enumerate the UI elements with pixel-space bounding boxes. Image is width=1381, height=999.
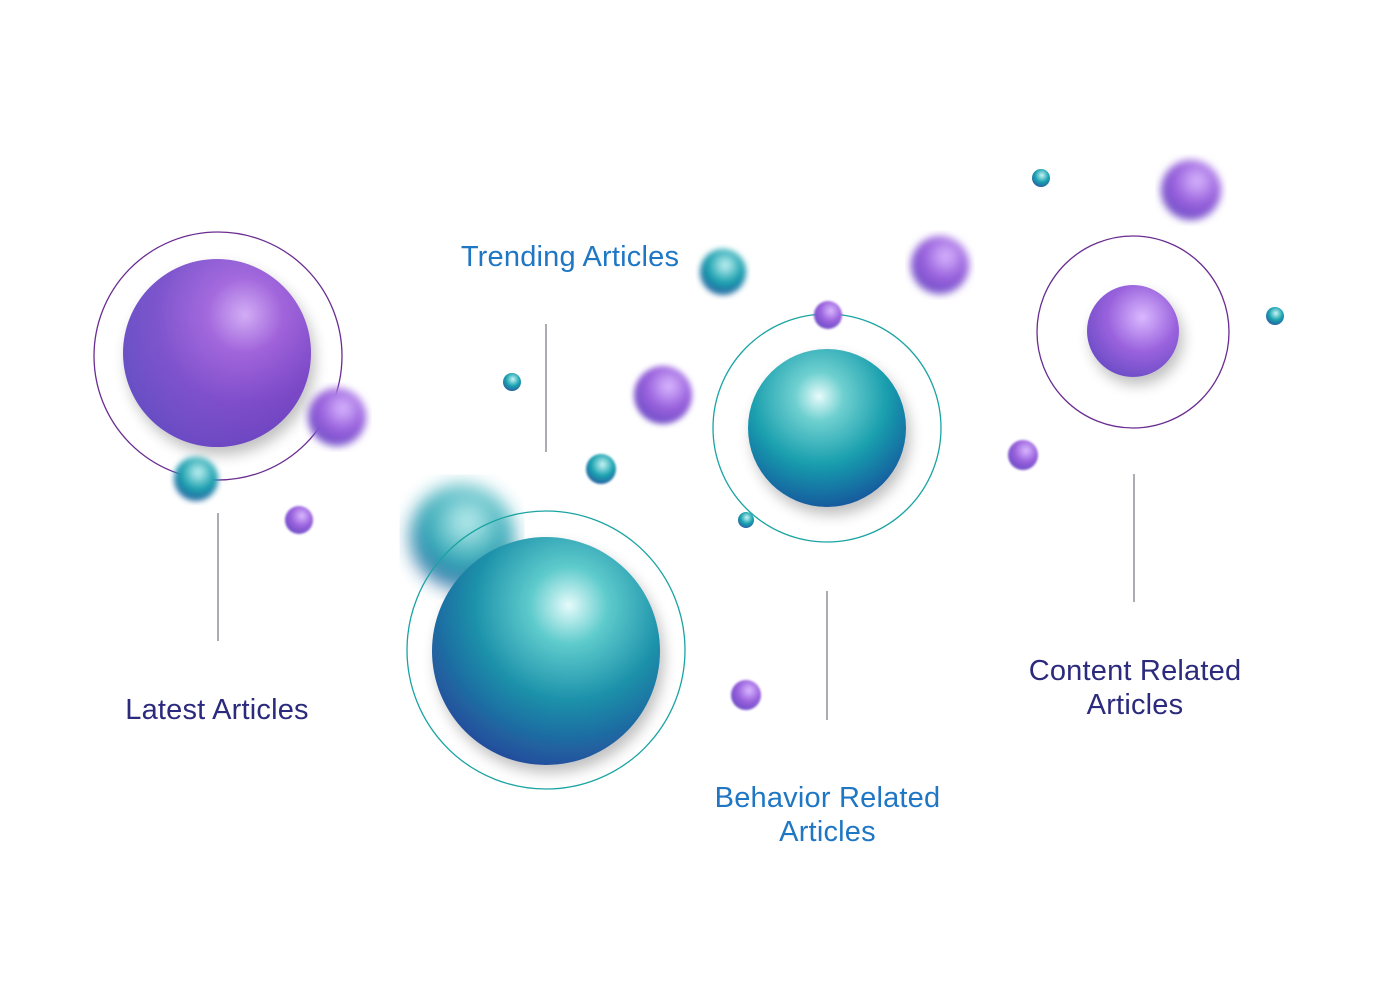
content-label-line-2: Articles (1086, 689, 1184, 721)
trending-articles-label: Trending Articles (430, 240, 710, 274)
latest-sphere-shade (123, 259, 311, 447)
bubble (1008, 440, 1038, 470)
trending-articles-node (406, 324, 686, 790)
bubble (738, 512, 754, 528)
decorative-bubbles (174, 160, 1284, 710)
latest-ring (93, 231, 343, 481)
bubble (174, 457, 218, 501)
behavior-label-line-1: Behavior Related (714, 782, 941, 814)
latest-articles-label: Latest Articles (92, 693, 342, 727)
behavior-label-line-2: Articles (779, 816, 876, 848)
latest-label-line-1: Latest Articles (125, 694, 309, 726)
bubble (308, 388, 366, 446)
bubble (700, 249, 746, 295)
trending-label-line-1: Trending Articles (460, 241, 680, 273)
behavior-articles-label: Behavior Related Articles (680, 781, 975, 849)
bubble (731, 680, 761, 710)
trending-ring (406, 510, 686, 790)
content-ring (1036, 235, 1230, 429)
bubble (634, 366, 692, 424)
bubble (1032, 169, 1050, 187)
bubble (911, 236, 969, 294)
trending-sphere (432, 537, 660, 765)
content-sphere (1087, 285, 1179, 377)
latest-articles-node (93, 231, 343, 641)
content-articles-node (1036, 235, 1230, 602)
behavior-sphere (748, 349, 906, 507)
bubble (285, 506, 313, 534)
behavior-articles-node (712, 313, 942, 720)
bubble (1161, 160, 1221, 220)
bubble (503, 373, 521, 391)
content-articles-label: Content Related Articles (995, 654, 1275, 722)
bubble (1266, 307, 1284, 325)
bubble (814, 301, 842, 329)
bubble (586, 454, 616, 484)
content-label-line-1: Content Related (1028, 655, 1242, 687)
